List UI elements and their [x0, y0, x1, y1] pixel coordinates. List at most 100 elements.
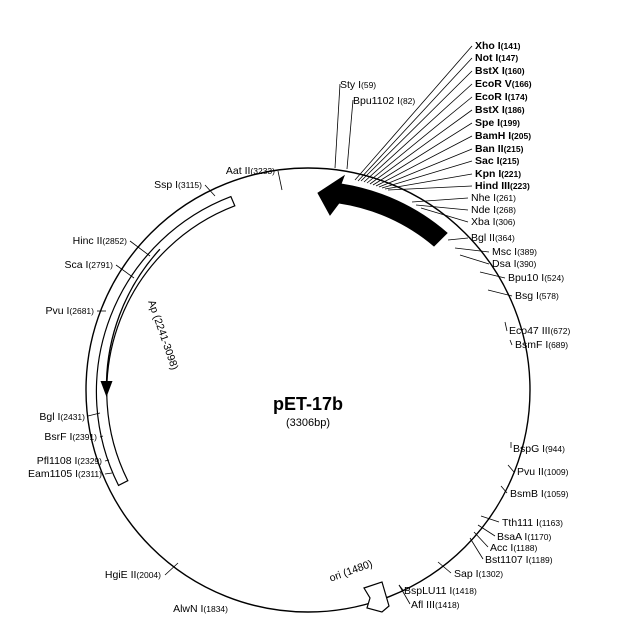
site-leader-line	[357, 57, 473, 182]
restriction-site-label: Hinc II(2852)	[73, 235, 128, 247]
site-name: Bsg I	[515, 290, 539, 302]
site-position: (578)	[539, 291, 559, 301]
site-position: (689)	[548, 340, 568, 350]
ap-gene-box	[95, 195, 236, 487]
site-name: Sac I	[475, 155, 500, 167]
site-leader-line	[437, 561, 452, 574]
site-name: BspG I	[513, 443, 545, 455]
site-leader-line	[372, 122, 473, 186]
site-position: (2852)	[102, 236, 127, 246]
site-position: (3233)	[250, 166, 275, 176]
site-position: (2329)	[77, 456, 102, 466]
plasmid-backbone	[85, 167, 531, 613]
site-name: Tth111 I	[502, 517, 539, 529]
plasmid-size: (3306bp)	[286, 417, 330, 429]
restriction-site-label: BspLU11 I(1418)	[404, 585, 477, 597]
site-name: Nde I	[471, 204, 496, 216]
site-position: (306)	[496, 217, 516, 227]
site-position: (390)	[517, 259, 537, 269]
site-name: Pvu II	[517, 466, 544, 478]
site-leader-line	[363, 83, 473, 183]
site-position: (166)	[512, 79, 532, 89]
site-leader-line	[507, 464, 515, 473]
site-name: Sap I	[454, 568, 479, 580]
site-leader-line	[454, 247, 490, 253]
site-name: Nhe I	[471, 192, 496, 204]
site-position: (1834)	[203, 604, 228, 614]
restriction-site-label: AlwN I(1834)	[173, 603, 228, 615]
site-leader-line	[334, 83, 341, 169]
site-leader-line	[346, 99, 354, 170]
site-name: Bpu1102 I	[353, 95, 400, 107]
site-leader-line	[354, 45, 473, 181]
site-position: (141)	[501, 41, 521, 51]
site-leader-line	[504, 321, 508, 332]
site-name: AlwN I	[173, 603, 203, 615]
site-position: (215)	[500, 156, 520, 166]
site-name: Xho I	[475, 40, 501, 52]
restriction-site-label: Sca I(2791)	[64, 259, 113, 271]
site-leader-line	[387, 185, 473, 191]
restriction-site-label: Bgl II(364)	[471, 232, 515, 244]
site-name: Ssp I	[154, 179, 178, 191]
restriction-site-label: BsaA I(1170)	[497, 531, 551, 543]
site-position: (2791)	[88, 260, 113, 270]
site-name: Dsa I	[492, 258, 517, 270]
site-position: (389)	[517, 247, 537, 257]
site-name: Spe I	[475, 117, 500, 129]
restriction-site-label: Eam1105 I(2311)	[28, 468, 102, 480]
restriction-site-label: Ban II(215)	[475, 143, 524, 155]
site-position: (1418)	[452, 586, 477, 596]
ap-direction-line	[105, 248, 161, 392]
mcs-arrow	[317, 174, 448, 247]
restriction-site-label: Bpu1102 I(82)	[353, 95, 415, 107]
restriction-site-label: Xho I(141)	[475, 40, 521, 52]
restriction-site-label: Kpn I(221)	[475, 168, 521, 180]
site-leader-line	[384, 173, 473, 190]
site-position: (1170)	[527, 532, 551, 542]
site-position: (1163)	[539, 518, 563, 528]
site-position: (223)	[510, 181, 530, 191]
site-leader-line	[459, 254, 490, 265]
site-leader-line	[378, 148, 473, 188]
restriction-site-label: Not I(147)	[475, 52, 518, 64]
site-leader-line	[477, 524, 496, 537]
restriction-site-label: Msc I(389)	[492, 246, 537, 258]
site-leader-line	[469, 537, 484, 560]
plasmid-title: pET-17b	[273, 394, 343, 414]
restriction-site-label: Afl III(1418)	[411, 599, 460, 611]
site-name: BstX I	[475, 104, 505, 116]
restriction-site-label: Spe I(199)	[475, 117, 520, 129]
restriction-site-label: EcoR V(166)	[475, 78, 532, 90]
site-name: Bgl I	[39, 411, 60, 423]
restriction-site-label: BsrF I(2391)	[44, 431, 97, 443]
restriction-site-label: BstX I(186)	[475, 104, 525, 116]
site-name: Ban II	[475, 143, 504, 155]
site-leader-line	[277, 170, 283, 191]
site-leader-line	[509, 339, 513, 346]
ori-marker	[363, 581, 390, 613]
site-position: (147)	[498, 53, 518, 63]
site-position: (944)	[545, 444, 565, 454]
site-leader-line	[420, 207, 469, 223]
site-position: (2391)	[72, 432, 97, 442]
site-position: (2431)	[60, 412, 85, 422]
site-leader-line	[411, 197, 469, 203]
site-leader-line	[479, 271, 506, 279]
site-position: (3115)	[178, 180, 202, 190]
site-position: (215)	[504, 144, 524, 154]
restriction-site-label: Sty I(59)	[340, 79, 376, 91]
site-leader-line	[87, 412, 101, 417]
site-leader-line	[204, 184, 216, 197]
restriction-site-label: BspG I(944)	[513, 443, 565, 455]
site-leader-line	[447, 237, 469, 241]
restriction-site-label: Acc I(1188)	[490, 542, 537, 554]
restriction-site-label: Dsa I(390)	[492, 258, 537, 270]
restriction-site-label: Sap I(1302)	[454, 568, 503, 580]
restriction-site-label: Bgl I(2431)	[39, 411, 85, 423]
site-name: EcoR V	[475, 78, 512, 90]
restriction-site-label: Xba I(306)	[471, 216, 516, 228]
restriction-site-label: Hind III(223)	[475, 180, 530, 192]
site-name: BsmB I	[510, 488, 544, 500]
